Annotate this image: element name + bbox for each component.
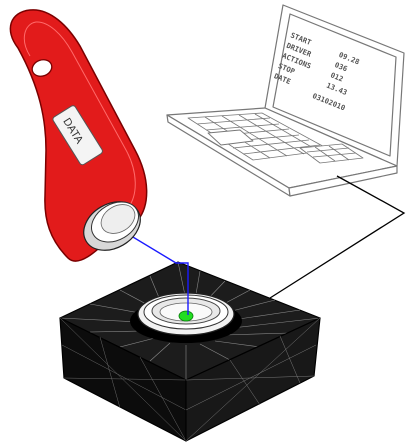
reader bbox=[60, 262, 320, 441]
reader-led bbox=[179, 311, 193, 321]
key-fob: DATA bbox=[10, 10, 149, 261]
laptop bbox=[167, 5, 404, 196]
